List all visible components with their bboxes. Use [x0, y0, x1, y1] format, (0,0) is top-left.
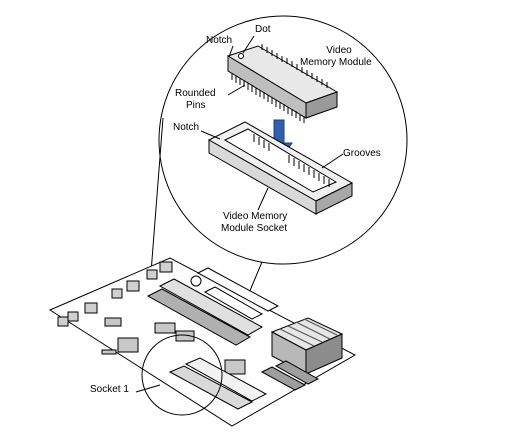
grooves-label: Grooves: [343, 148, 381, 159]
socket-label-line2: Module Socket: [221, 223, 288, 234]
motherboard: [48, 257, 357, 427]
socket-label-line1: Video Memory: [223, 211, 288, 222]
notch-top-label: Notch: [206, 35, 233, 46]
leader-lines: [200, 35, 344, 211]
notch-socket-label: Notch: [173, 122, 200, 133]
module-label-line2: Memory Module: [300, 57, 372, 68]
orientation-dot: [238, 53, 244, 59]
dot-label: Dot: [255, 24, 271, 35]
video-memory-socket: [207, 121, 354, 215]
pins-label-line1: Rounded: [175, 88, 216, 99]
video-memory-module: [226, 44, 339, 123]
cpu-heatsink: [270, 317, 344, 375]
module-label-line1: Video: [326, 45, 352, 56]
pins-label-line2: Pins: [186, 100, 206, 111]
socket1-label: Socket 1: [90, 384, 129, 395]
socket1-highlight-circle: [141, 334, 223, 416]
